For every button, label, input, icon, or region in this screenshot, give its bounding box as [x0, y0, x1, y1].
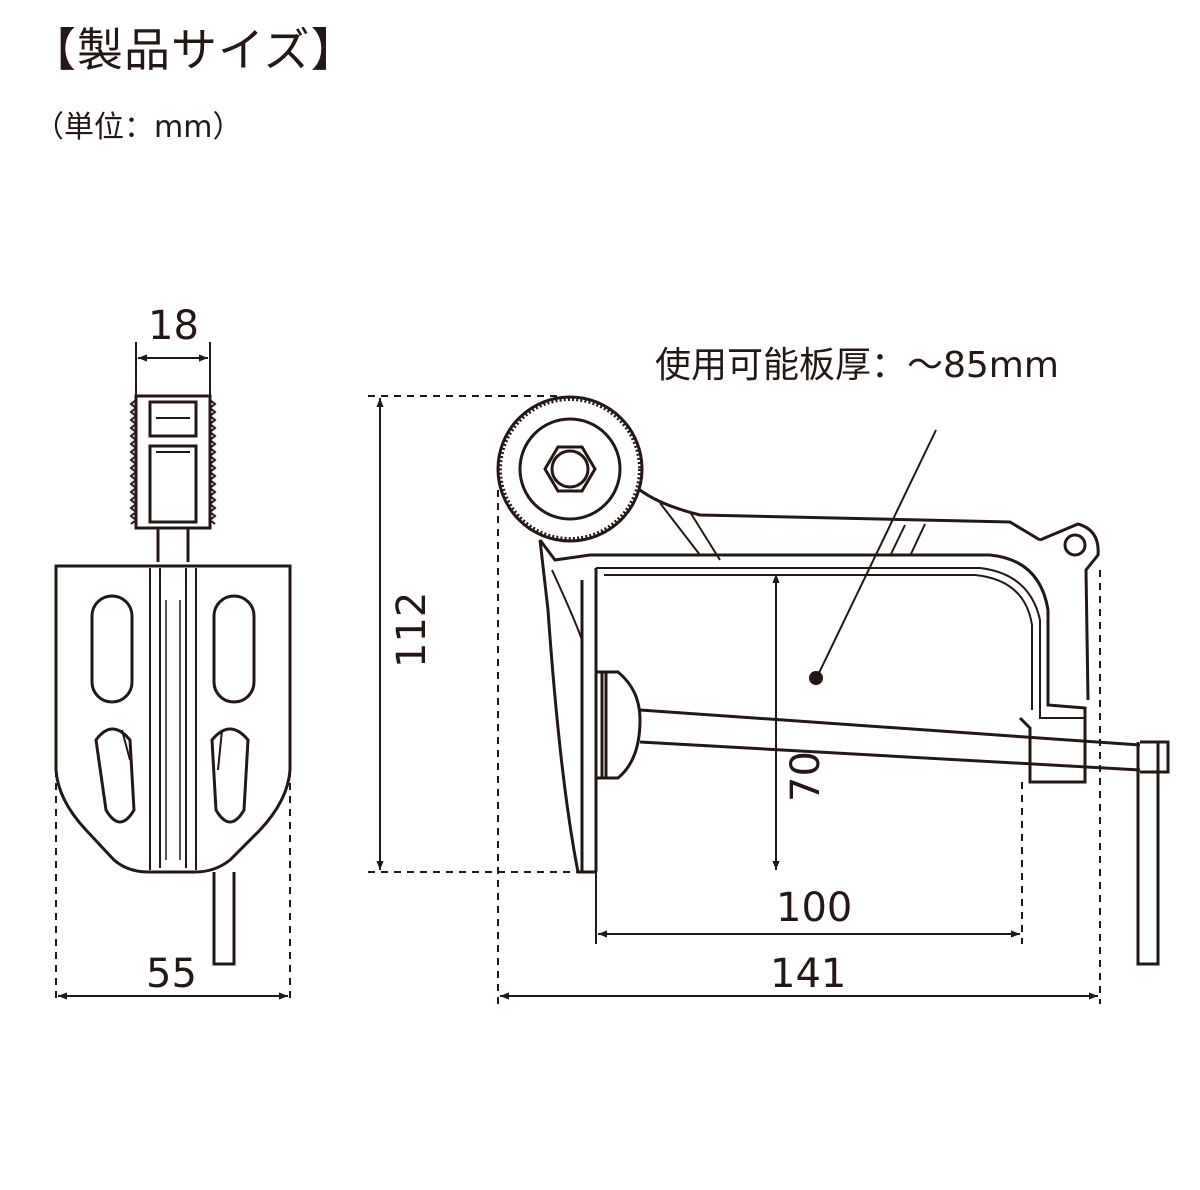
dim-front-bottom-width: 55 [146, 951, 197, 997]
knurled-wheel [498, 397, 642, 541]
dim-clamp-depth: 100 [776, 885, 853, 931]
screw-rod [639, 708, 1141, 772]
dim-side-height: 112 [389, 591, 435, 668]
side-dimensions [368, 395, 1101, 1004]
clamp-pad [600, 670, 642, 780]
page-title: 【製品サイズ】 [30, 23, 358, 77]
front-view [54, 394, 292, 966]
front-knob [129, 394, 217, 530]
front-body [54, 564, 292, 874]
leader-dot [809, 671, 823, 685]
clamp-frame [538, 539, 1087, 784]
usable-thickness-note: 使用可能板厚：～85mm [655, 345, 1059, 386]
unit-label: （単位：mm） [34, 110, 243, 145]
dim-side-total-width: 141 [770, 951, 847, 997]
dim-front-top-width: 18 [148, 303, 199, 349]
front-dimensions [55, 342, 291, 1004]
dim-clamp-opening: 70 [783, 751, 829, 802]
hex-nut [543, 445, 597, 493]
side-view [496, 395, 1170, 966]
